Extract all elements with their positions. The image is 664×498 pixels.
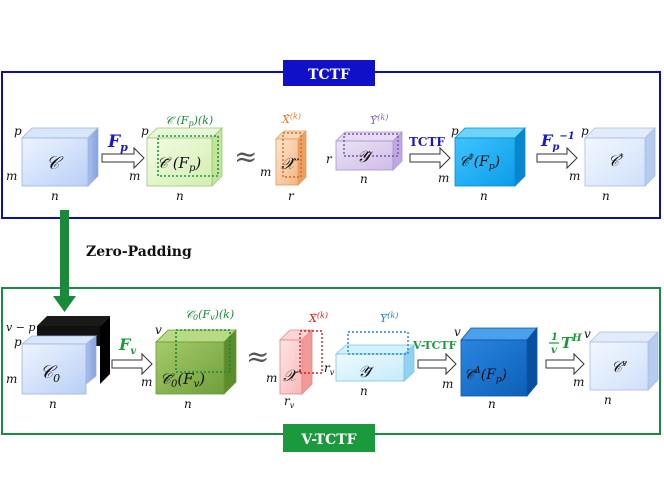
inv-numerator: 1 — [551, 332, 558, 343]
dim-n: n — [602, 189, 610, 203]
vtctf-badge — [283, 424, 375, 452]
dim-v-minus-p: v − p — [6, 321, 35, 334]
dim-m: m — [573, 375, 584, 389]
dim-r-v: rv — [284, 394, 295, 410]
cube-y-hat — [335, 131, 403, 171]
cube-c0 — [20, 316, 110, 395]
tctf-arrow-label: TCTF — [409, 135, 445, 149]
y-hat-slice-label: 𝑌̂(k) — [370, 113, 388, 127]
dim-m: m — [438, 171, 449, 185]
dim-m: m — [141, 375, 152, 389]
cube-cbar-star — [454, 127, 526, 187]
vtctf-badge-label: V-TCTF — [300, 432, 356, 448]
inverse-transform-label: 1 v TH — [549, 332, 582, 356]
dim-m: m — [442, 377, 453, 391]
dim-n: n — [49, 397, 57, 411]
cube-x-hat — [275, 130, 307, 186]
dim-r-v: rv — [324, 361, 335, 377]
cube-c-star — [584, 127, 656, 187]
dim-p: p — [581, 124, 589, 138]
dim-r: r — [288, 189, 295, 203]
dim-m: m — [266, 371, 277, 385]
cube-c0bar-fv — [155, 329, 237, 395]
dim-n: n — [184, 397, 192, 411]
x-bar-slice-label: 𝑋̄(k) — [308, 311, 328, 325]
cbar-star-label: 𝒞̄*(Fp) — [459, 153, 500, 172]
dim-n: n — [360, 172, 368, 186]
c0bar-fv-slice-label: 𝒞̄0(Fv)(k) — [185, 308, 234, 322]
vtctf-arrow-label: V-TCTF — [412, 339, 457, 352]
dim-m: m — [129, 169, 140, 183]
dim-m: m — [260, 165, 271, 179]
dim-n: n — [176, 189, 184, 203]
dim-v: v — [454, 325, 461, 339]
cbar-fp-slice-label: 𝒞̄ (Fp)(k) — [165, 114, 213, 128]
y-bar-slice-label: 𝑌̄(k) — [380, 311, 398, 325]
dim-p: p — [141, 124, 149, 138]
x-hat-slice-label: 𝑋̂(k) — [281, 112, 301, 126]
cube-c — [21, 127, 99, 187]
dim-n: n — [51, 189, 59, 203]
dim-n: n — [360, 384, 368, 398]
arrow-fv — [111, 352, 153, 376]
dim-p: p — [451, 124, 459, 138]
inv-t: TH — [561, 333, 582, 352]
cbar-fp-label: 𝒞̄ (Fp) — [157, 154, 201, 174]
zero-padding-arrow — [53, 210, 76, 312]
tctf-badge-label: TCTF — [308, 67, 350, 83]
arrow-fp-inverse — [536, 146, 578, 170]
cube-cbar-delta — [460, 326, 538, 398]
fp-inverse-label: Fp−1 — [540, 131, 575, 153]
dim-v: v — [584, 327, 591, 341]
dim-n: n — [488, 397, 496, 411]
arrow-fp — [101, 146, 145, 170]
fp-label: Fp — [107, 132, 128, 154]
dim-p: p — [14, 124, 22, 138]
cube-cbar-fp — [146, 127, 223, 187]
c0bar-fv-label: 𝒞̄0(Fv) — [160, 370, 205, 390]
cube-c-v — [589, 331, 659, 391]
inv-denominator: v — [551, 345, 557, 356]
zero-padding-label: Zero-Padding — [86, 244, 192, 260]
arrow-vtctf — [417, 352, 457, 376]
dim-n: n — [480, 189, 488, 203]
dim-m: m — [569, 169, 580, 183]
dim-n: n — [604, 393, 612, 407]
dim-m: m — [6, 372, 17, 386]
arrow-tctf — [409, 146, 451, 170]
approx-symbol: ≈ — [234, 140, 257, 173]
arrow-inverse-transform — [545, 352, 585, 376]
fv-label: Fv — [118, 335, 136, 357]
dim-r: r — [326, 152, 333, 166]
dim-m: m — [6, 169, 17, 183]
tctf-panel-frame — [1, 71, 661, 219]
approx-symbol: ≈ — [246, 340, 269, 373]
tctf-badge — [283, 60, 375, 86]
cube-y-bar — [334, 331, 416, 382]
dim-p: p — [14, 335, 22, 349]
cube-x-bar — [279, 329, 323, 395]
dim-v: v — [155, 323, 162, 337]
